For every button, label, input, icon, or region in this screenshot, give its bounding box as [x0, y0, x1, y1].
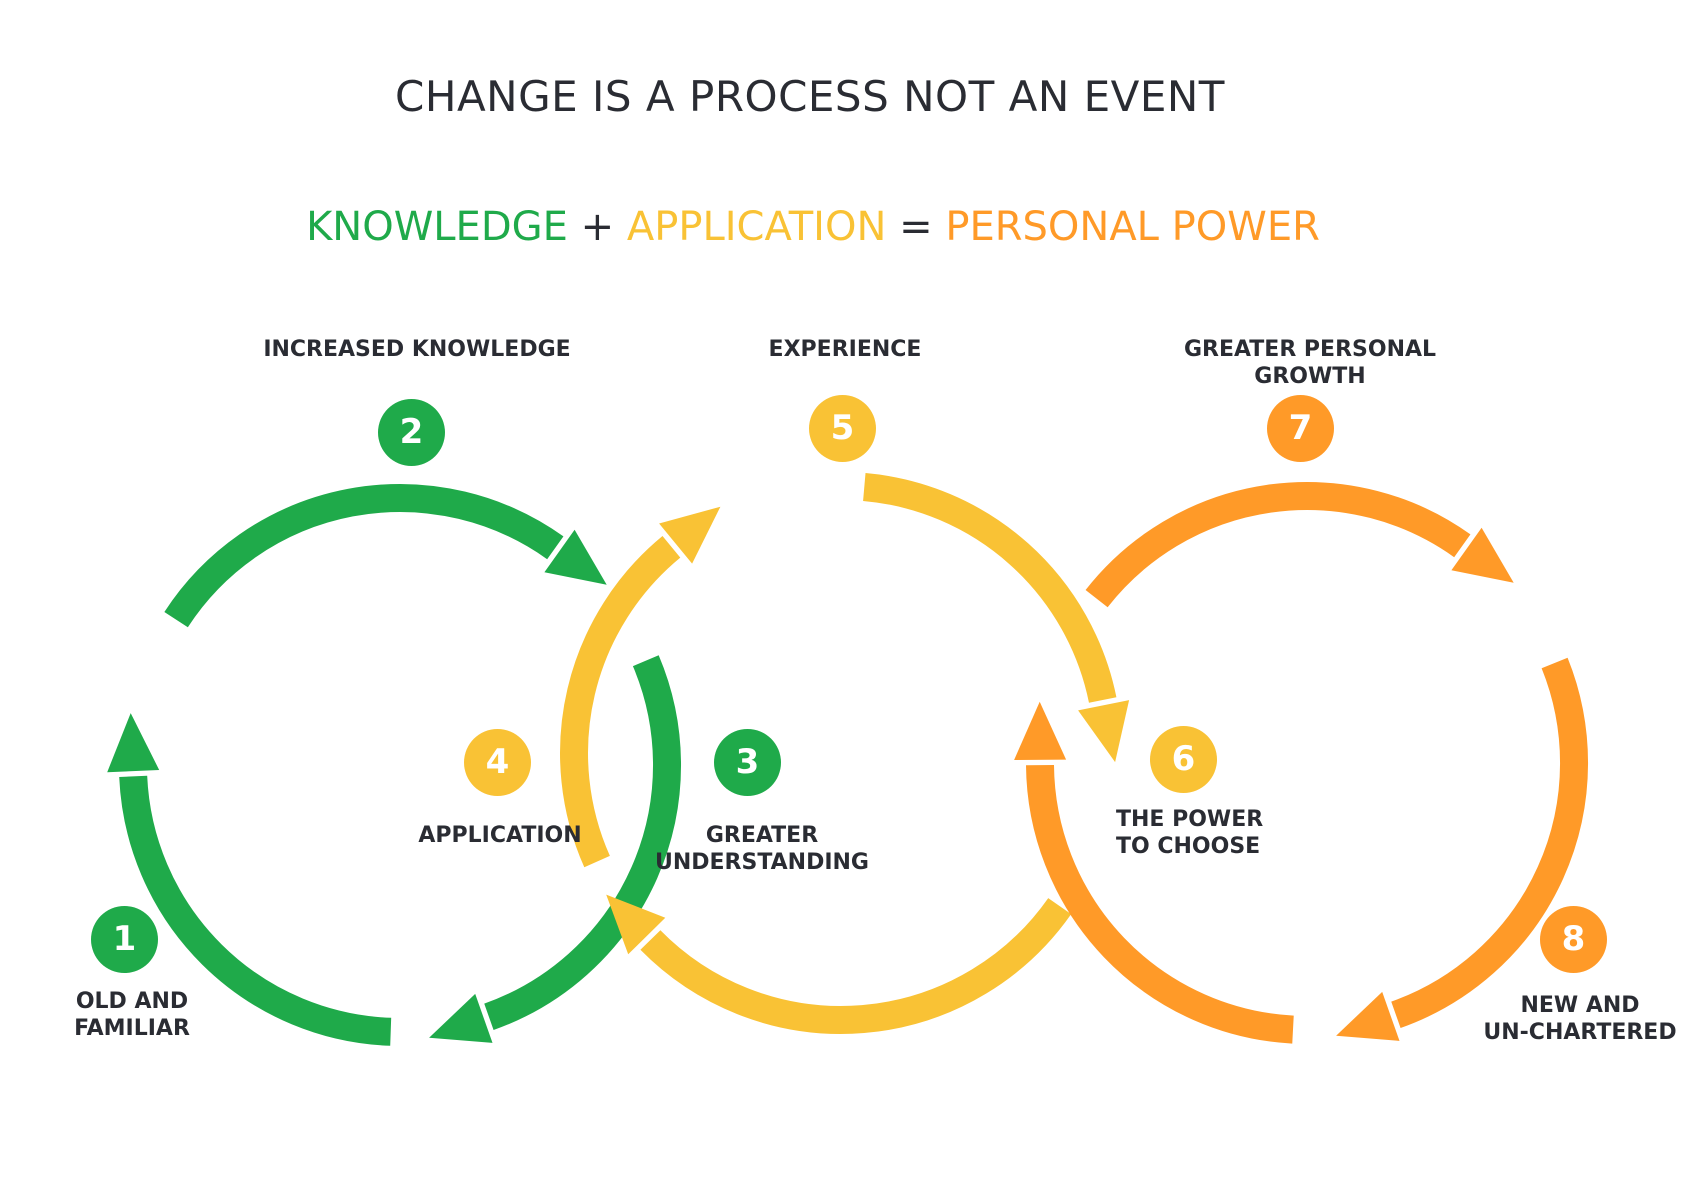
step-7-label: GREATER PERSONAL GROWTH [1150, 336, 1470, 390]
step-6-label-line-1: THE POWER [1116, 807, 1264, 832]
step-4-label: APPLICATION [410, 822, 590, 849]
page-title: CHANGE IS A PROCESS NOT AN EVENT [395, 72, 1225, 121]
arrow-6-to-4-yellow-head [606, 894, 666, 955]
arrow-to-8-orange-head [1336, 991, 1400, 1041]
equation-equals: = [899, 204, 933, 250]
arrow-return-orange-head [1014, 701, 1067, 760]
step-6-label: THE POWER TO CHOOSE [1116, 806, 1276, 860]
arrow-to-8-orange-arc [1391, 657, 1588, 1028]
arrow-1-to-2-green-arc [119, 775, 392, 1046]
step-6-badge: 6 [1150, 726, 1217, 793]
arrow-2-to-3-green-head [544, 529, 607, 585]
step-5-label-line-1: EXPERIENCE [768, 337, 922, 362]
step-2-badge: 2 [378, 399, 445, 466]
step-1-badge: 1 [91, 906, 158, 973]
step-1-label: OLD AND FAMILIAR [58, 988, 206, 1042]
arrow-return-orange-arc [1026, 764, 1294, 1044]
step-3-label-line-1: GREATER [705, 823, 819, 848]
step-3-label-line-2: UNDERSTANDING [654, 850, 869, 875]
arrow-1-to-2-green-head [107, 713, 160, 773]
step-8-label-line-1: NEW AND [1520, 993, 1640, 1018]
step-6-label-line-2: TO CHOOSE [1116, 834, 1261, 859]
arrow-5-to-6-yellow-head [1078, 700, 1130, 763]
arrow-3-to-8-green-arc [484, 655, 682, 1030]
step-5-badge: 5 [809, 395, 876, 462]
step-3-label: GREATER UNDERSTANDING [652, 822, 872, 876]
step-4-badge: 4 [464, 729, 531, 796]
arrow-7-orange-head [1451, 527, 1514, 583]
equation-plus: + [580, 204, 615, 250]
arrow-4-to-5-yellow-head [659, 506, 721, 564]
arrow-3-to-8-green-head [429, 993, 493, 1043]
arrow-2-to-3-green-arc [164, 484, 564, 628]
equation-knowledge: KNOWLEDGE [306, 204, 568, 250]
step-7-badge: 7 [1267, 395, 1334, 462]
step-4-label-line-1: APPLICATION [418, 823, 582, 848]
step-3-badge: 3 [714, 729, 781, 796]
equation: KNOWLEDGE + APPLICATION = PERSONAL POWER [0, 204, 1626, 250]
step-8-label-line-2: UN-CHARTERED [1483, 1020, 1677, 1045]
arrow-5-to-6-yellow-arc [863, 473, 1117, 703]
arrow-6-to-4-yellow-arc [640, 898, 1072, 1034]
step-1-label-line-2: FAMILIAR [74, 1016, 190, 1041]
step-1-label-line-1: OLD AND [75, 989, 189, 1014]
equation-power: PERSONAL POWER [945, 204, 1320, 250]
step-8-label: NEW AND UN-CHARTERED [1482, 992, 1678, 1046]
step-2-label-line-1: INCREASED KNOWLEDGE [263, 337, 571, 362]
step-2-label: INCREASED KNOWLEDGE [242, 336, 592, 363]
step-7-label-line-2: GROWTH [1254, 364, 1366, 389]
step-7-label-line-1: GREATER PERSONAL [1183, 337, 1437, 362]
step-5-label: EXPERIENCE [745, 336, 945, 363]
arrow-4-to-5-yellow-arc [560, 535, 681, 868]
arrow-7-orange-arc [1085, 481, 1471, 608]
step-8-badge: 8 [1540, 906, 1607, 973]
equation-application: APPLICATION [626, 204, 887, 250]
